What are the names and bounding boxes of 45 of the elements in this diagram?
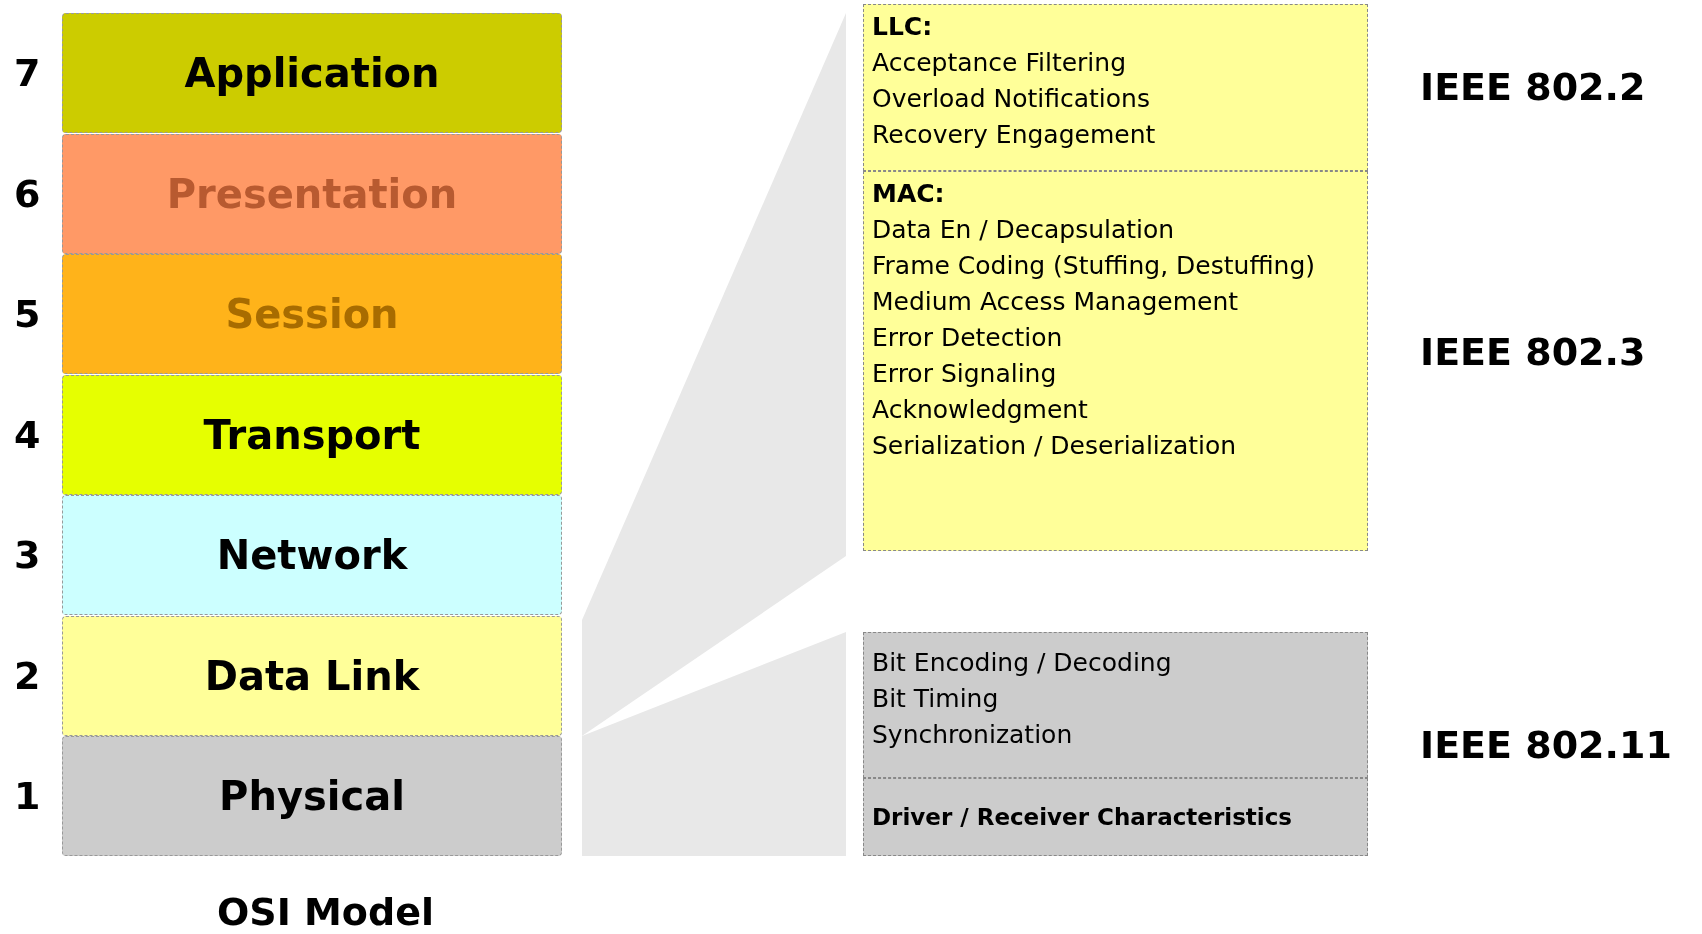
section-heading: Driver / Receiver Characteristics [872, 803, 1293, 832]
function-item: Bit Encoding / Decoding [872, 647, 1173, 679]
function-box [863, 171, 1368, 551]
layer-name: Network [216, 532, 408, 578]
layer-name: Data Link [204, 652, 420, 699]
layer-number: 7 [14, 51, 41, 95]
function-item: Medium Access Management [872, 286, 1240, 318]
function-item: Error Detection [872, 322, 1064, 354]
standard-label: IEEE 802.11 [1420, 723, 1672, 767]
standard-label: IEEE 802.3 [1420, 330, 1646, 374]
function-box [863, 778, 1368, 856]
function-item: Synchronization [872, 719, 1074, 751]
function-item: Serialization / Deserialization [872, 430, 1238, 462]
function-item: Frame Coding (Stuffing, Destuffing) [872, 250, 1317, 282]
function-item: Recovery Engagement [872, 119, 1157, 151]
function-box [863, 4, 1368, 171]
layer-number: 1 [14, 774, 41, 818]
function-item: Acceptance Filtering [872, 47, 1128, 79]
layer-name: Presentation [166, 170, 458, 217]
layer-name: Application [184, 50, 440, 96]
function-item: Acknowledgment [872, 394, 1089, 426]
function-item: Error Signaling [872, 358, 1058, 390]
function-item: Bit Timing [872, 683, 1000, 715]
layer-box [62, 615, 562, 736]
layer-number: 6 [14, 171, 41, 216]
function-item: Data En / Decapsulation [872, 214, 1176, 246]
layer-name: Transport [203, 411, 421, 458]
layer-name: Physical [219, 773, 405, 819]
layer-box [62, 495, 562, 615]
section-heading: LLC: [872, 11, 934, 43]
layer-box [62, 374, 562, 495]
layer-number: 5 [14, 292, 41, 336]
layer-box [62, 13, 562, 133]
function-box [863, 632, 1368, 778]
section-heading: MAC: [872, 178, 946, 210]
layer-box [62, 254, 562, 374]
layer-name: Session [225, 291, 399, 337]
caption: OSI Model [217, 890, 434, 934]
function-item: Overload Notifications [872, 83, 1151, 115]
layer-box [62, 736, 562, 856]
layer-box [62, 133, 562, 254]
layer-number: 4 [14, 412, 41, 457]
layer-number: 2 [14, 653, 41, 698]
standard-label: IEEE 802.2 [1420, 65, 1646, 109]
layer-number: 3 [14, 533, 41, 577]
